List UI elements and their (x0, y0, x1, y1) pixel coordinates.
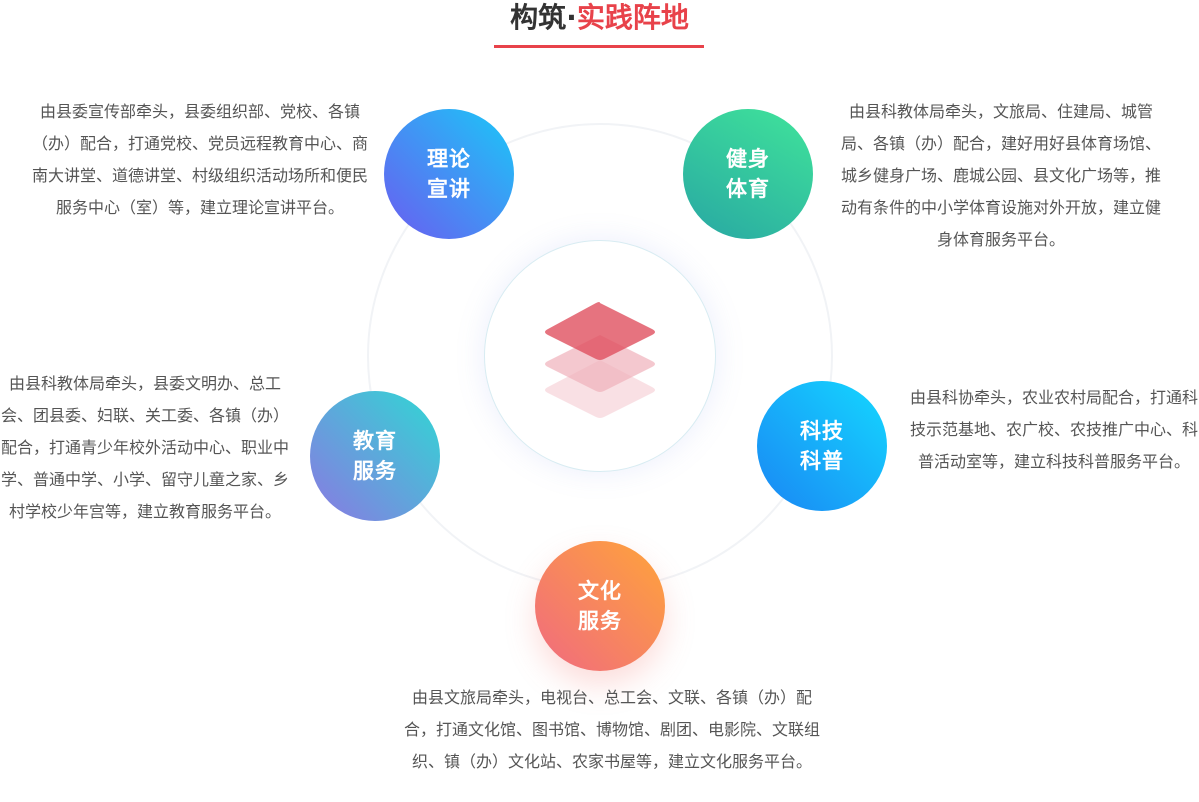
node-label: 科普 (800, 449, 844, 473)
node-culture[interactable]: 文化服务 (535, 541, 665, 671)
node-label: 宣讲 (427, 177, 471, 201)
node-theory[interactable]: 理论宣讲 (384, 109, 514, 239)
title-highlight: 实践阵地 (576, 1, 689, 34)
title-dot: · (566, 1, 577, 34)
desc-sports: 由县科教体局牵头，文旅局、住建局、城管局、各镇（办）配合，建好用好县体育场馆、城… (840, 102, 1161, 249)
node-label: 科技 (800, 419, 844, 443)
title-underline (494, 45, 704, 48)
node-science[interactable]: 科技科普 (757, 381, 887, 511)
layers-icon (545, 302, 655, 418)
node-label: 服务 (578, 609, 622, 633)
node-label: 教育 (353, 429, 397, 453)
node-label: 体育 (726, 177, 770, 201)
center-circle (484, 240, 716, 472)
desc-science: 由县科协牵头，农业农村局配合，打通科技示范基地、农广校、农技推广中心、科普活动室… (909, 388, 1198, 471)
node-label: 服务 (353, 459, 397, 483)
node-label: 文化 (578, 579, 622, 603)
node-label: 健身 (726, 147, 770, 171)
node-label: 理论 (427, 147, 471, 171)
title-main: 构筑 (510, 1, 567, 34)
node-sports[interactable]: 健身体育 (683, 109, 813, 239)
section-title: 构筑·实践阵地 (0, 0, 1199, 36)
node-education[interactable]: 教育服务 (310, 391, 440, 521)
desc-culture: 由县文旅局牵头，电视台、总工会、文联、各镇（办）配合，打通文化馆、图书馆、博物馆… (403, 688, 820, 771)
desc-education: 由县科教体局牵头，县委文明办、总工会、团县委、妇联、关工委、各镇（办）配合，打通… (0, 374, 289, 521)
desc-theory: 由县委宣传部牵头，县委组织部、党校、各镇（办）配合，打通党校、党员远程教育中心、… (32, 102, 369, 217)
